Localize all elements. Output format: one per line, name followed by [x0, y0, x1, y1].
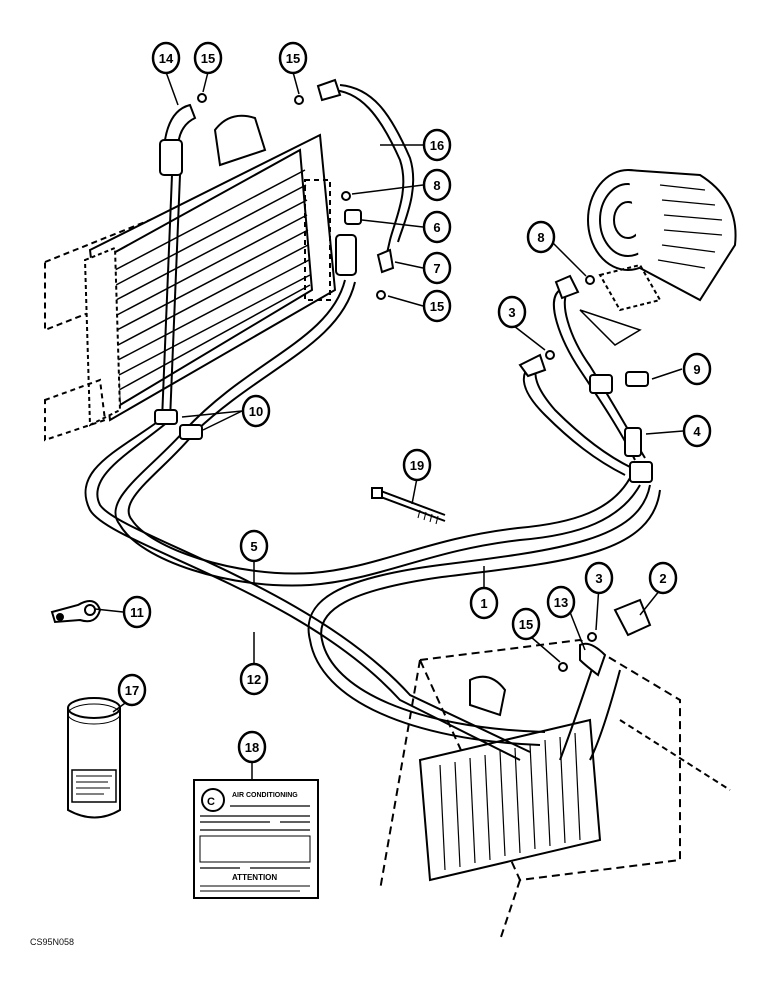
- callout-3: 3: [584, 561, 614, 595]
- svg-text:12: 12: [247, 672, 261, 687]
- elbow-fitting-14: [163, 103, 197, 147]
- condenser: [44, 114, 337, 442]
- svg-text:16: 16: [430, 138, 444, 153]
- callout-16: 16: [422, 128, 452, 162]
- o-rings: [197, 93, 597, 672]
- svg-text:5: 5: [250, 539, 257, 554]
- o-ring: [545, 350, 555, 360]
- callout-15: 15: [193, 41, 223, 75]
- hoses: [84, 84, 661, 761]
- svg-text:3: 3: [508, 305, 515, 320]
- svg-text:17: 17: [125, 683, 139, 698]
- callout-3: 3: [497, 295, 527, 329]
- callout-7: 7: [422, 251, 452, 285]
- svg-text:14: 14: [159, 51, 174, 66]
- svg-text:3: 3: [595, 571, 602, 586]
- decal-logo: [201, 788, 225, 812]
- callout-5: 5: [239, 529, 269, 563]
- callout-6: 6: [422, 210, 452, 244]
- svg-text:4: 4: [693, 424, 701, 439]
- o-ring: [585, 275, 595, 285]
- callout-8: 8: [422, 168, 452, 202]
- decal-title: AIR CONDITIONING: [232, 792, 298, 799]
- callout-19: 19: [402, 448, 432, 482]
- svg-text:9: 9: [693, 362, 700, 377]
- callout-4: 4: [682, 414, 712, 448]
- oil-can: [67, 697, 121, 819]
- callout-9: 9: [682, 352, 712, 386]
- svg-text:15: 15: [201, 51, 215, 66]
- svg-text:1: 1: [480, 596, 487, 611]
- hose-12: [84, 419, 521, 761]
- svg-text:8: 8: [537, 230, 544, 245]
- svg-text:15: 15: [286, 51, 300, 66]
- callout-11: 11: [122, 595, 152, 629]
- callout-2: 2: [648, 561, 678, 595]
- hose-clamp: [50, 600, 102, 624]
- fittings: [154, 78, 653, 677]
- svg-text:C: C: [207, 796, 215, 808]
- callout-1: 1: [469, 586, 499, 620]
- callout-14: 14: [151, 41, 181, 75]
- cable-tie: [371, 487, 446, 525]
- svg-text:6: 6: [433, 220, 440, 235]
- svg-text:2: 2: [659, 571, 666, 586]
- callout-8: 8: [526, 220, 556, 254]
- hose-5: [114, 429, 641, 587]
- o-ring: [376, 290, 386, 300]
- svg-text:13: 13: [554, 595, 568, 610]
- callout-15: 15: [278, 41, 308, 75]
- callout-15: 15: [511, 607, 541, 641]
- callout-15: 15: [422, 289, 452, 323]
- svg-text:15: 15: [519, 617, 533, 632]
- svg-text:11: 11: [130, 605, 144, 620]
- o-ring: [587, 632, 597, 642]
- decal-plate: C AIR CONDITIONING ATTENTION: [193, 779, 319, 899]
- svg-text:19: 19: [410, 458, 424, 473]
- svg-text:15: 15: [430, 299, 444, 314]
- callout-13: 13: [546, 585, 576, 619]
- o-ring: [294, 95, 304, 105]
- svg-text:10: 10: [249, 404, 263, 419]
- svg-text:7: 7: [433, 261, 440, 276]
- callout-10: 10: [241, 394, 271, 428]
- callout-17: 17: [117, 673, 147, 707]
- evaporator-housing: [379, 638, 731, 941]
- o-ring: [197, 93, 207, 103]
- callout-18: 18: [237, 730, 267, 764]
- compressor: [579, 169, 737, 346]
- o-ring: [341, 191, 351, 201]
- decal-attention: ATTENTION: [232, 873, 277, 882]
- o-ring: [558, 662, 568, 672]
- hose-1: [307, 484, 651, 746]
- callout-bubbles: 14 15 15 16 8 6 7 15 8 3 9 4 10 19 5 1 3…: [117, 41, 712, 764]
- callout-12: 12: [239, 662, 269, 696]
- svg-text:8: 8: [433, 178, 440, 193]
- figure-code: CS95N058: [30, 937, 75, 947]
- svg-text:18: 18: [245, 740, 259, 755]
